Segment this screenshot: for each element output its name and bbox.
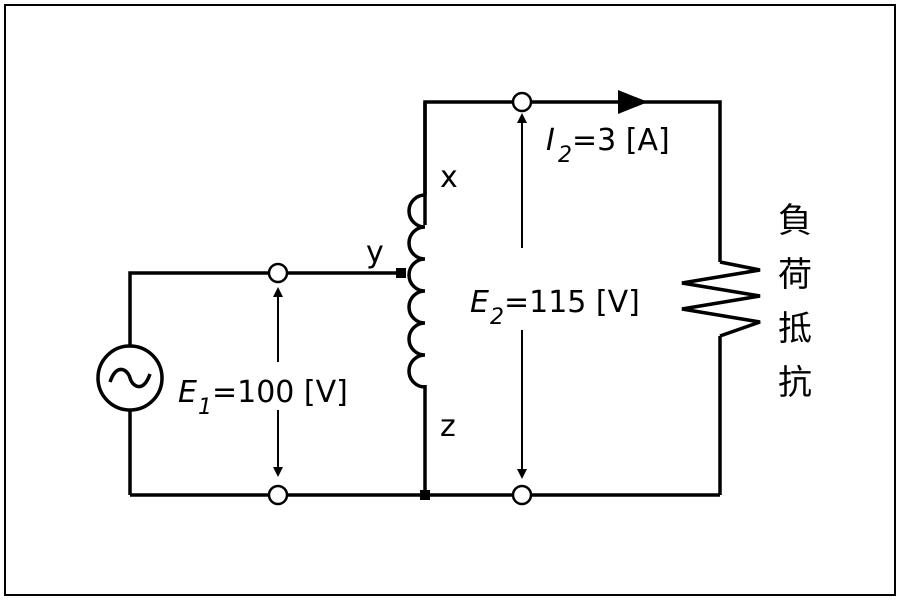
ac-source-wave-icon bbox=[108, 367, 152, 389]
junction-y bbox=[396, 268, 406, 278]
e1-value: =100 [V] bbox=[212, 375, 348, 410]
current-direction-arrow bbox=[618, 90, 648, 114]
terminals bbox=[267, 91, 533, 506]
terminal-output-bottom bbox=[511, 484, 533, 506]
e2-value: =115 [V] bbox=[504, 285, 640, 320]
i2-label-bg bbox=[540, 120, 708, 158]
load-char-2: 荷 bbox=[778, 255, 812, 295]
e1-label-bg bbox=[172, 372, 382, 410]
autotransformer-winding bbox=[407, 193, 426, 389]
tap-label-x: x bbox=[440, 160, 458, 195]
junction-bottom bbox=[420, 490, 430, 500]
outer-frame bbox=[4, 4, 896, 596]
wire-source-top bbox=[128, 271, 400, 350]
voltage-arrows bbox=[273, 113, 527, 479]
e1-symbol: E bbox=[178, 375, 197, 410]
e2-label: E 2 =115 [V] bbox=[466, 282, 680, 330]
i2-symbol: I bbox=[546, 123, 555, 158]
load-char-4: 抗 bbox=[778, 363, 812, 403]
load-char-3: 抵 bbox=[778, 309, 812, 349]
i2-value: =3 [A] bbox=[572, 123, 670, 158]
e2-symbol: E bbox=[470, 285, 489, 320]
i2-subscript: 2 bbox=[558, 143, 572, 168]
e2-label-bg bbox=[466, 282, 680, 320]
e1-subscript: 1 bbox=[198, 395, 212, 420]
load-resistor-label: 負 荷 抵 抗 bbox=[778, 201, 812, 403]
i2-label: I 2 =3 [A] bbox=[540, 120, 708, 168]
e1-label: E 1 =100 [V] bbox=[172, 372, 382, 420]
tap-label-y: y bbox=[366, 235, 384, 270]
terminal-input-bottom bbox=[267, 484, 289, 506]
tap-label-z: z bbox=[440, 409, 456, 444]
terminal-input-top bbox=[267, 262, 289, 284]
load-resistor bbox=[681, 260, 761, 338]
terminal-output-top bbox=[511, 91, 533, 113]
load-char-1: 負 bbox=[778, 201, 812, 241]
e2-subscript: 2 bbox=[490, 305, 504, 330]
